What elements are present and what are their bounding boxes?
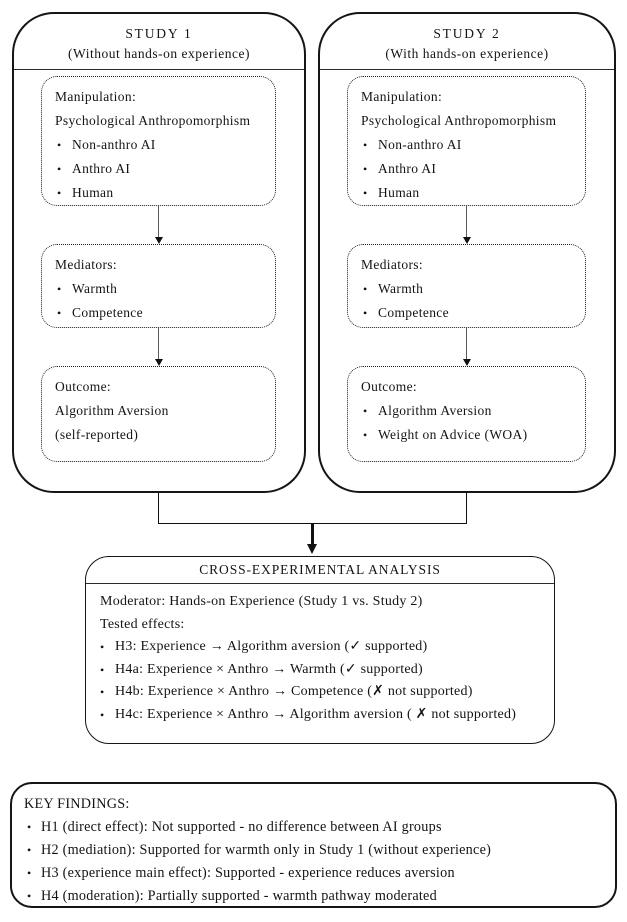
manipulation-sublabel: Psychological Anthropomorphism <box>55 113 251 128</box>
list-item: H3 (experience main effect): Supported -… <box>24 862 603 885</box>
study1-title: STUDY 1 <box>125 25 193 41</box>
mediators-list: Warmth Competence <box>55 277 263 325</box>
list-item: Warmth <box>55 277 263 301</box>
study2-body: Manipulation: Psychological Anthropomorp… <box>320 70 614 462</box>
manipulation-list: Non-anthro AI Anthro AI Human <box>361 133 573 205</box>
list-item: Competence <box>55 301 263 325</box>
arrow-down-icon <box>347 206 586 244</box>
manipulation-label: Manipulation: <box>55 89 137 104</box>
arrow-shaft <box>466 328 467 360</box>
study2-subtitle: (With hands-on experience) <box>385 45 549 61</box>
merge-connector-line <box>158 493 467 524</box>
list-item: H4c: Experience × Anthro → Algorithm ave… <box>100 704 540 727</box>
manipulation-label: Manipulation: <box>361 89 443 104</box>
list-item: Human <box>361 181 573 205</box>
list-item: Non-anthro AI <box>361 133 573 157</box>
outcome-line: (self-reported) <box>55 427 139 442</box>
study2-box: STUDY 2 (With hands-on experience) Manip… <box>318 12 616 493</box>
list-item: H3: Experience → Algorithm aversion (✓ s… <box>100 636 540 659</box>
key-findings-box: KEY FINDINGS: H1 (direct effect): Not su… <box>10 782 617 908</box>
arrow-down-icon <box>41 206 276 244</box>
analysis-body: Moderator: Hands-on Experience (Study 1 … <box>86 584 554 726</box>
list-item: Non-anthro AI <box>55 133 263 157</box>
study1-outcome-box: Outcome: Algorithm Aversion (self-report… <box>41 366 276 462</box>
list-item: Weight on Advice (WOA) <box>361 423 573 447</box>
analysis-title: CROSS-EXPERIMENTAL ANALYSIS <box>86 557 554 584</box>
list-item: H4 (moderation): Partially supported - w… <box>24 885 603 908</box>
list-item: Competence <box>361 301 573 325</box>
study1-subtitle: (Without hands-on experience) <box>68 45 250 61</box>
study2-header: STUDY 2 (With hands-on experience) <box>320 14 614 70</box>
study1-header: STUDY 1 (Without hands-on experience) <box>14 14 304 70</box>
list-item: Human <box>55 181 263 205</box>
tested-effects-list: H3: Experience → Algorithm aversion (✓ s… <box>100 636 540 726</box>
arrow-down-icon <box>41 328 276 366</box>
merge-arrow-head-icon <box>306 544 317 554</box>
study1-box: STUDY 1 (Without hands-on experience) Ma… <box>12 12 306 493</box>
mediators-label: Mediators: <box>361 257 423 272</box>
study2-outcome-box: Outcome: Algorithm Aversion Weight on Ad… <box>347 366 586 462</box>
key-findings-title: KEY FINDINGS: <box>24 796 130 812</box>
list-item: H2 (mediation): Supported for warmth onl… <box>24 839 603 862</box>
manipulation-sublabel: Psychological Anthropomorphism <box>361 113 557 128</box>
arrow-shaft <box>158 206 159 238</box>
list-item: Algorithm Aversion <box>361 399 573 423</box>
arrow-head <box>154 359 163 366</box>
outcome-label: Outcome: <box>55 379 112 394</box>
study1-mediators-box: Mediators: Warmth Competence <box>41 244 276 328</box>
key-findings-list: H1 (direct effect): Not supported - no d… <box>24 816 603 908</box>
arrow-down-icon <box>347 328 586 366</box>
mediators-label: Mediators: <box>55 257 117 272</box>
study1-body: Manipulation: Psychological Anthropomorp… <box>14 70 304 462</box>
list-item: Warmth <box>361 277 573 301</box>
study2-manipulation-box: Manipulation: Psychological Anthropomorp… <box>347 76 586 206</box>
arrow-shaft <box>466 206 467 238</box>
study2-mediators-box: Mediators: Warmth Competence <box>347 244 586 328</box>
outcome-list: Algorithm Aversion Weight on Advice (WOA… <box>361 399 573 447</box>
manipulation-list: Non-anthro AI Anthro AI Human <box>55 133 263 205</box>
merge-arrow-shaft <box>311 524 314 545</box>
moderator-line: Moderator: Hands-on Experience (Study 1 … <box>100 594 423 609</box>
list-item: Anthro AI <box>361 157 573 181</box>
list-item: H4b: Experience × Anthro → Competence (✗… <box>100 681 540 704</box>
list-item: H4a: Experience × Anthro → Warmth (✓ sup… <box>100 659 540 682</box>
arrow-shaft <box>158 328 159 360</box>
study1-manipulation-box: Manipulation: Psychological Anthropomorp… <box>41 76 276 206</box>
tested-effects-label: Tested effects: <box>100 616 185 632</box>
study2-title: STUDY 2 <box>433 25 501 41</box>
cross-experimental-analysis-box: CROSS-EXPERIMENTAL ANALYSIS Moderator: H… <box>85 556 555 744</box>
arrow-head <box>462 237 471 244</box>
mediators-list: Warmth Competence <box>361 277 573 325</box>
arrow-head <box>462 359 471 366</box>
list-item: H1 (direct effect): Not supported - no d… <box>24 816 603 839</box>
outcome-label: Outcome: <box>361 379 418 394</box>
outcome-line: Algorithm Aversion <box>55 403 169 418</box>
arrow-head <box>154 237 163 244</box>
list-item: Anthro AI <box>55 157 263 181</box>
